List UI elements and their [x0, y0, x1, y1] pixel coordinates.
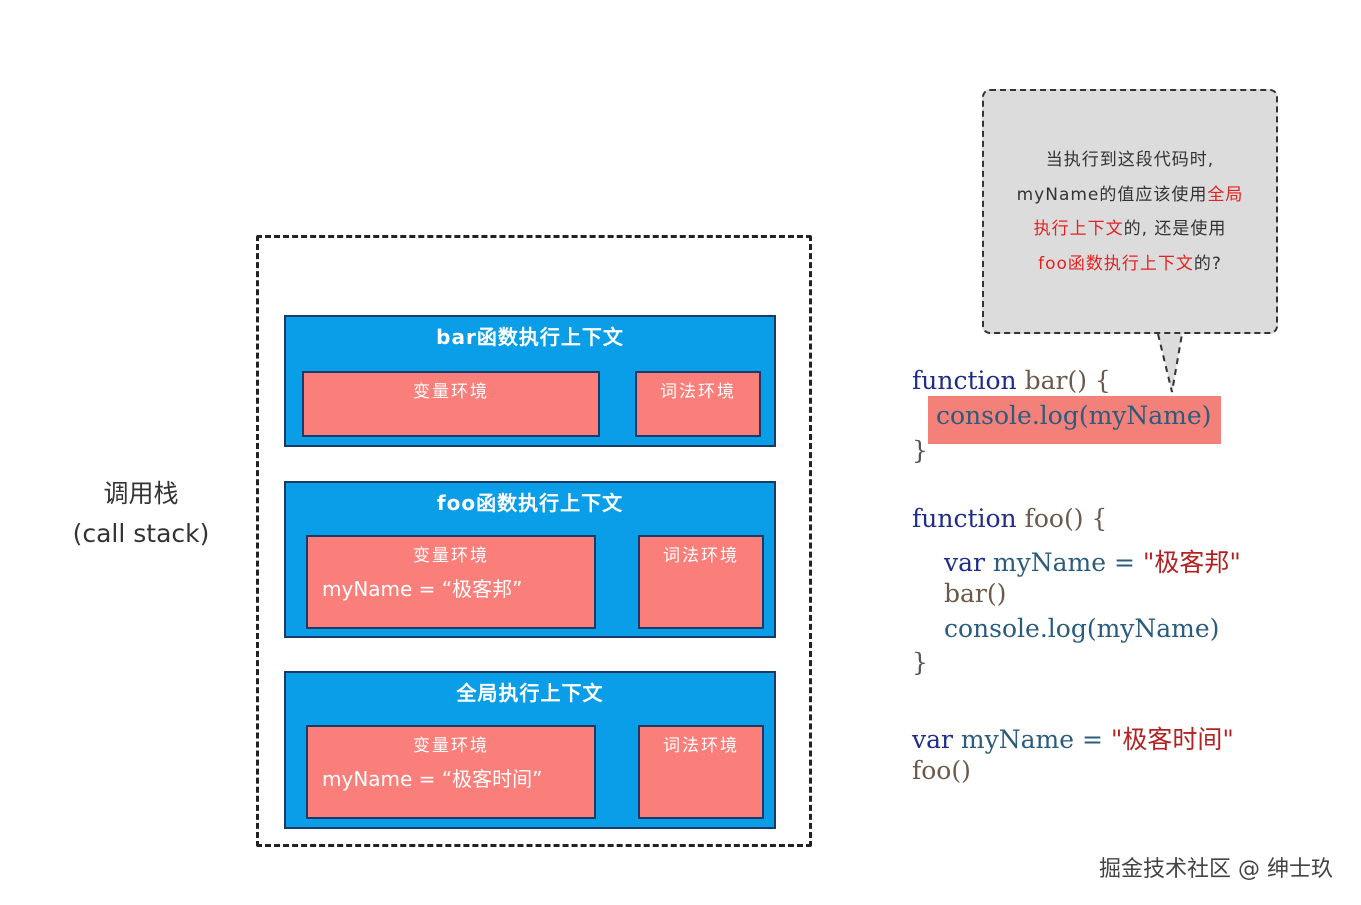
code-line: var myName = "极客邦" — [944, 543, 1241, 579]
bubble-text-segment: 的, 还是使用 — [1123, 219, 1227, 239]
bubble-text: 当执行到这段代码时, myName的值应该使用全局 执行上下文的, 还是使用 f… — [984, 143, 1276, 281]
code-text: myName = — [952, 725, 1111, 754]
code-keyword: function — [912, 504, 1017, 533]
code-keyword: var — [912, 725, 953, 754]
code-text: bar() { — [1016, 366, 1111, 395]
bubble-line: foo函数执行上下文的? — [984, 247, 1276, 282]
code-line: } — [912, 648, 928, 677]
context-title: foo函数执行上下文 — [436, 491, 624, 515]
code-line: bar() — [944, 579, 1007, 608]
lexical-environment: 词法环境 — [635, 371, 761, 437]
foo-execution-context: foo函数执行上下文 变量环境 myName = “极客邦” 词法环境 — [284, 481, 776, 638]
lexical-environment: 词法环境 — [638, 535, 764, 629]
code-line: foo() — [912, 756, 971, 785]
env-title: 变量环境 — [413, 736, 489, 756]
env-title: 词法环境 — [660, 382, 736, 402]
code-line: console.log(myName) — [944, 614, 1220, 643]
variable-environment: 变量环境 — [302, 371, 600, 437]
code-string: "极客时间" — [1110, 725, 1234, 754]
watermark: 掘金技术社区 @ 绅士玖 — [1099, 857, 1333, 882]
code-string: "极客邦" — [1142, 548, 1241, 577]
bar-execution-context: bar函数执行上下文 变量环境 词法环境 — [284, 315, 776, 447]
context-title: 全局执行上下文 — [456, 681, 604, 705]
code-line: var myName = "极客时间" — [912, 720, 1234, 756]
question-bubble: 当执行到这段代码时, myName的值应该使用全局 执行上下文的, 还是使用 f… — [982, 89, 1278, 334]
env-variable-value: myName = “极客时间” — [322, 767, 543, 791]
variable-environment: 变量环境 myName = “极客邦” — [306, 535, 596, 629]
code-keyword: var — [944, 548, 985, 577]
code-line: } — [912, 436, 928, 465]
env-variable-value: myName = “极客邦” — [322, 577, 523, 601]
bubble-line: 当执行到这段代码时, — [984, 143, 1276, 178]
code-line: function foo() { — [912, 504, 1107, 533]
lexical-environment: 词法环境 — [638, 725, 764, 819]
env-title: 变量环境 — [413, 546, 489, 566]
bubble-emphasis: foo函数执行上下文 — [1038, 253, 1194, 274]
bubble-emphasis: 全局 — [1207, 184, 1244, 205]
code-line: function bar() { — [912, 366, 1111, 395]
env-title: 词法环境 — [663, 546, 739, 566]
call-stack-label: 调用栈 (call stack) — [58, 474, 224, 554]
code-line: console.log(myName) — [936, 401, 1212, 430]
call-stack-label-en: (call stack) — [72, 519, 210, 548]
global-execution-context: 全局执行上下文 变量环境 myName = “极客时间” 词法环境 — [284, 671, 776, 829]
bubble-pointer — [1157, 333, 1183, 393]
bubble-text-segment: 当执行到这段代码时, — [1045, 150, 1215, 170]
bubble-emphasis: 执行上下文 — [1033, 219, 1124, 239]
env-title: 变量环境 — [413, 382, 489, 402]
code-keyword: function — [912, 366, 1017, 395]
bubble-text-segment: 的? — [1193, 253, 1222, 274]
bubble-text-segment: myName的值应该使用 — [1016, 184, 1208, 205]
highlighted-line — [928, 396, 1221, 444]
bubble-line: myName的值应该使用全局 — [984, 178, 1276, 213]
variable-environment: 变量环境 myName = “极客时间” — [306, 725, 596, 819]
bubble-line: 执行上下文的, 还是使用 — [984, 212, 1276, 247]
context-title: bar函数执行上下文 — [436, 325, 624, 349]
call-stack-label-cn: 调用栈 — [103, 479, 179, 508]
code-text: foo() { — [1016, 504, 1108, 533]
env-title: 词法环境 — [663, 736, 739, 756]
code-text: myName = — [984, 548, 1143, 577]
